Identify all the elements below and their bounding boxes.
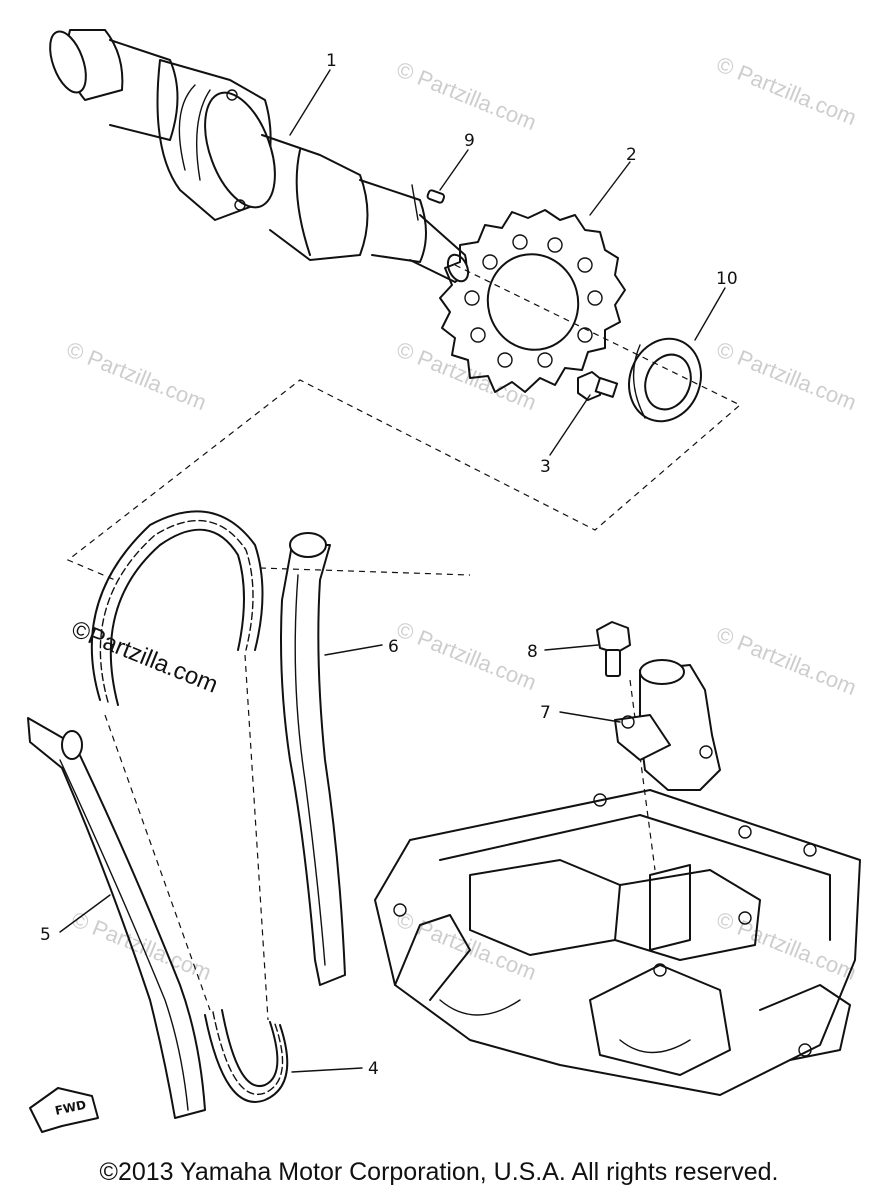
watermark: © Partzilla.com (713, 51, 860, 130)
callout-4: 4 (368, 1059, 379, 1079)
callout-3: 3 (540, 457, 551, 477)
callout-1: 1 (326, 51, 337, 71)
callout-6: 6 (388, 637, 399, 657)
chain-guide-5 (27, 717, 206, 1119)
callout-9: 9 (464, 131, 475, 151)
callout-10: 10 (716, 269, 738, 289)
watermark-bold: ©Partzilla.com (68, 616, 222, 699)
callout-7: 7 (540, 703, 551, 723)
camshaft (49, 29, 470, 283)
callout-2: 2 (626, 145, 637, 165)
chain-tensioner (614, 659, 721, 791)
cylinder-head (374, 789, 861, 1096)
tensioner-bolt (596, 621, 631, 677)
sprocket-bolt (577, 371, 619, 401)
watermark: © Partzilla.com (393, 56, 540, 135)
watermark: © Partzilla.com (713, 906, 860, 985)
cam-chain-lower (204, 1009, 289, 1103)
callout-5: 5 (40, 925, 51, 945)
watermark: © Partzilla.com (63, 336, 210, 415)
watermark: © Partzilla.com (713, 336, 860, 415)
cam-chain-upper (90, 510, 264, 706)
dowel-pin (411, 184, 446, 221)
callout-8: 8 (527, 642, 538, 662)
watermark: © Partzilla.com (393, 336, 540, 415)
reference-lines (66, 264, 742, 1021)
callouts: 1 2 3 4 5 6 7 8 9 10 (40, 51, 738, 1079)
callout-leaders (59, 69, 726, 1073)
fwd-arrow-icon: FWD (29, 1087, 99, 1133)
chain-guide-6 (280, 532, 346, 986)
watermark: © Partzilla.com (393, 616, 540, 695)
watermark: © Partzilla.com (713, 621, 860, 700)
fwd-label: FWD (54, 1098, 88, 1118)
copyright-notice: ©2013 Yamaha Motor Corporation, U.S.A. A… (99, 1158, 779, 1186)
cam-sprocket (439, 209, 626, 393)
oil-seal (628, 337, 702, 423)
